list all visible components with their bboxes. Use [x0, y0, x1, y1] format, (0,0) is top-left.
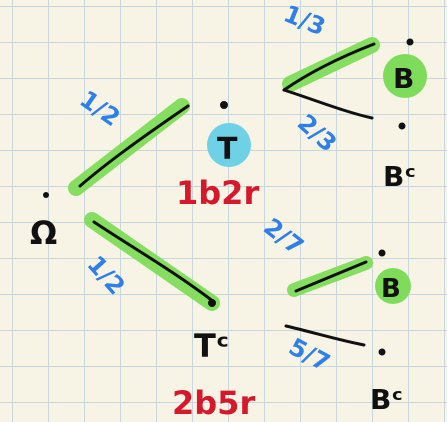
prob-T-to-B: 1/3 [280, 0, 330, 41]
highlight-node-T [207, 123, 251, 167]
branch-root-to-T [78, 104, 190, 188]
urn-contents-Tc: 2b5r [172, 384, 255, 422]
dot-Tc [208, 299, 216, 307]
prob-root-to-T: 1/2 [75, 85, 126, 132]
urn-contents-T: 1b2r [176, 174, 259, 212]
node-root-label: Ω [30, 214, 57, 252]
prob-Tc-to-Bc: 5/7 [284, 333, 334, 378]
node-Tc-label: Tᶜ [194, 327, 229, 365]
node-B-top-label: B [393, 62, 414, 95]
dot-Bc-bottom [378, 348, 386, 356]
dot-B-top [406, 38, 414, 46]
branch-T-to-Bc [282, 88, 374, 120]
prob-Tc-to-B: 2/7 [258, 213, 308, 261]
prob-root-to-Tc: 1/2 [82, 250, 131, 300]
branch-Tc-to-Bc [284, 324, 366, 347]
branch-T-to-B [282, 42, 376, 92]
node-Bc-bottom-label: Bᶜ [370, 383, 403, 416]
dot-root [43, 192, 49, 198]
highlight-node-B-bottom [375, 268, 411, 304]
node-Bc-top-label: Bᶜ [383, 160, 416, 193]
dot-B-bottom [378, 249, 386, 257]
dot-T [220, 101, 228, 109]
branch-root-to-Tc [92, 220, 216, 304]
branch-Tc-to-B [294, 260, 368, 293]
node-T-label: T [217, 132, 238, 167]
highlight-node-B-top [383, 54, 427, 98]
dot-Bc-top [398, 122, 406, 130]
prob-T-to-Bc: 2/3 [292, 109, 342, 158]
node-B-bottom-label: B [381, 274, 401, 304]
